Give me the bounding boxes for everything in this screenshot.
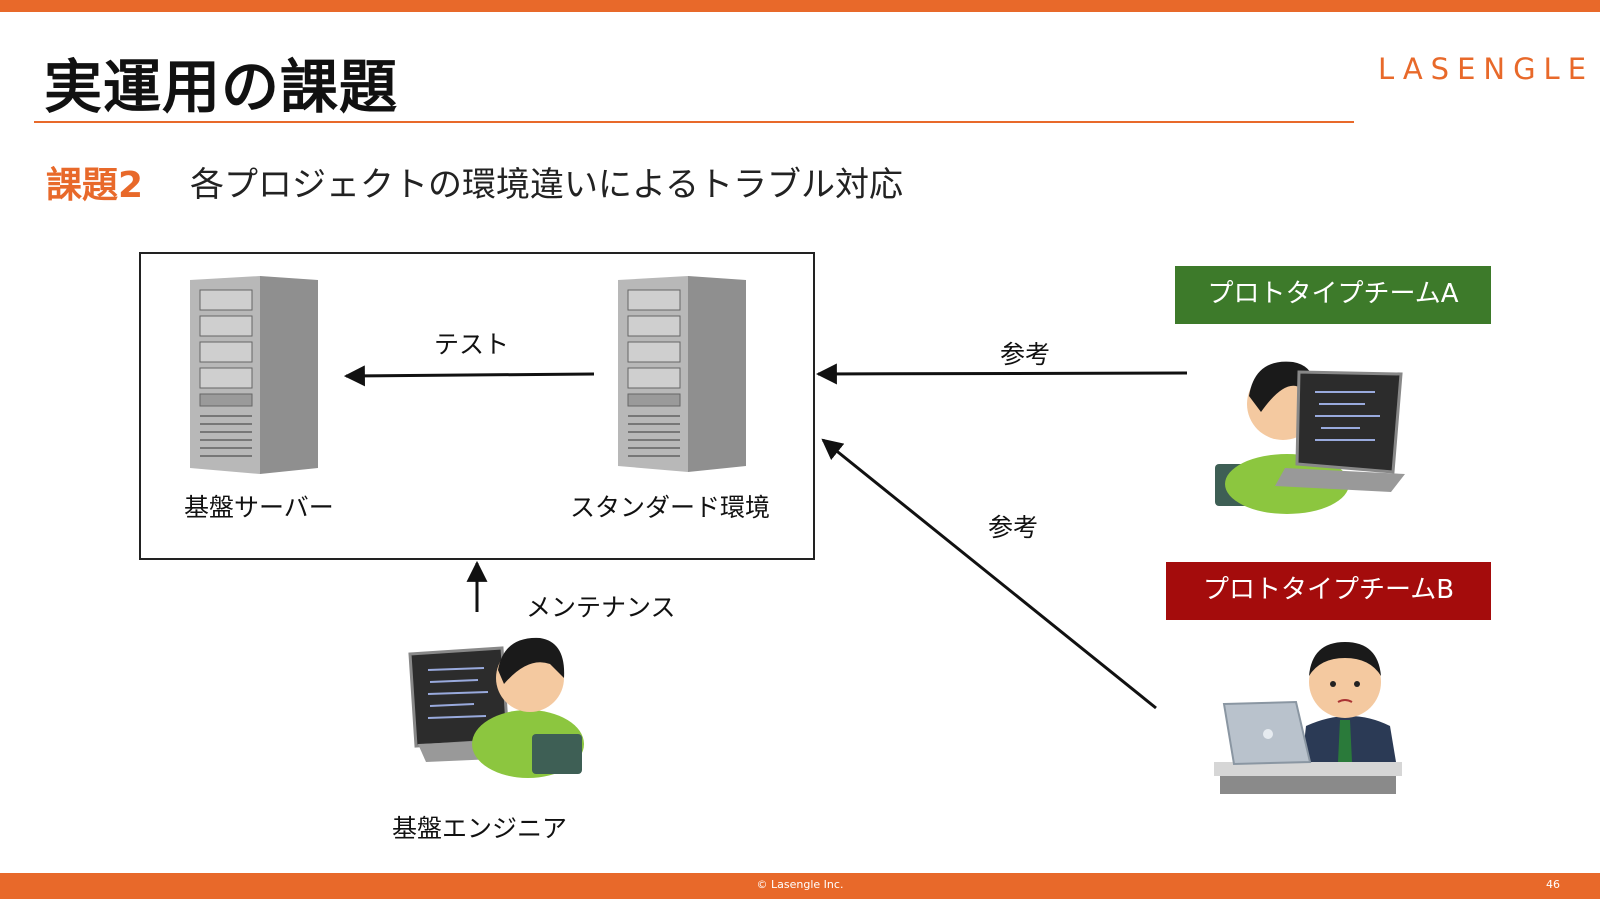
test-arrow: [343, 365, 595, 387]
team-a-badge: プロトタイプチームA: [1175, 266, 1491, 324]
team-a-developer-icon: [1215, 361, 1405, 514]
test-label: テスト: [434, 330, 510, 359]
reference-a-arrow: [815, 363, 1188, 385]
base-engineer-label: 基盤エンジニア: [392, 814, 568, 843]
page-number: 46: [1546, 878, 1560, 891]
bottom-accent-bar: [0, 873, 1600, 899]
brand-logo: LASENGLE: [1378, 52, 1595, 86]
maintenance-label: メンテナンス: [526, 593, 676, 622]
standard-env-server-icon: [618, 276, 746, 472]
standard-env-label: スタンダード環境: [570, 493, 771, 522]
top-accent-bar: [0, 0, 1600, 12]
team-b-badge: プロトタイプチームB: [1166, 562, 1491, 620]
environment-box: [139, 252, 815, 560]
reference-a-label: 参考: [1000, 340, 1051, 369]
base-server-icon: [190, 276, 318, 474]
base-engineer-icon: [408, 637, 584, 778]
slide-title: 実運用の課題: [44, 53, 399, 121]
subtitle: 各プロジェクトの環境違いによるトラブル対応: [190, 165, 903, 205]
title-divider: [34, 121, 1354, 123]
copyright-text: © Lasengle Inc.: [756, 878, 844, 891]
reference-b-label: 参考: [988, 513, 1039, 542]
reference-b-arrow: [821, 438, 1157, 710]
team-b-worried-person-icon: [1214, 642, 1402, 794]
subtitle-tag: 課題2: [46, 165, 144, 206]
base-server-label: 基盤サーバー: [184, 493, 334, 522]
